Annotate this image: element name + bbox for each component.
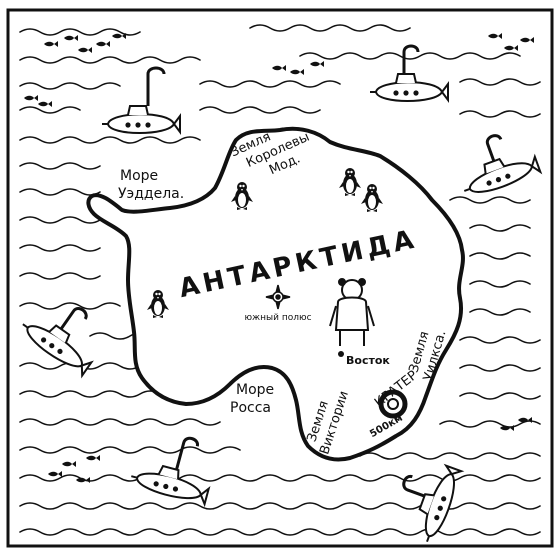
submarine-icon bbox=[457, 134, 542, 201]
submarine-icon bbox=[402, 461, 464, 546]
compass-rose-icon bbox=[265, 284, 291, 310]
weddell-sea-label: Море Уэддела. bbox=[118, 168, 184, 202]
submarine-icon bbox=[127, 436, 213, 507]
svg-text:Море: Море bbox=[120, 168, 158, 184]
submarine-icon bbox=[101, 66, 181, 134]
vostok-label: Восток bbox=[346, 354, 390, 367]
sea-waves bbox=[19, 24, 541, 536]
polar-explorer-icon bbox=[329, 278, 375, 346]
ross-sea-label: Море Росса bbox=[230, 382, 274, 416]
svg-text:Море: Море bbox=[236, 382, 274, 398]
submarine-icon bbox=[369, 44, 449, 102]
svg-text:Уэддела.: Уэддела. bbox=[118, 186, 184, 202]
crater-marker bbox=[378, 389, 408, 419]
vostok-station-marker bbox=[338, 351, 344, 357]
south-pole-label: южный полюс bbox=[244, 313, 311, 323]
map-frame bbox=[6, 8, 554, 548]
submarine-icon bbox=[16, 307, 99, 378]
svg-text:Росса: Росса bbox=[230, 400, 271, 416]
